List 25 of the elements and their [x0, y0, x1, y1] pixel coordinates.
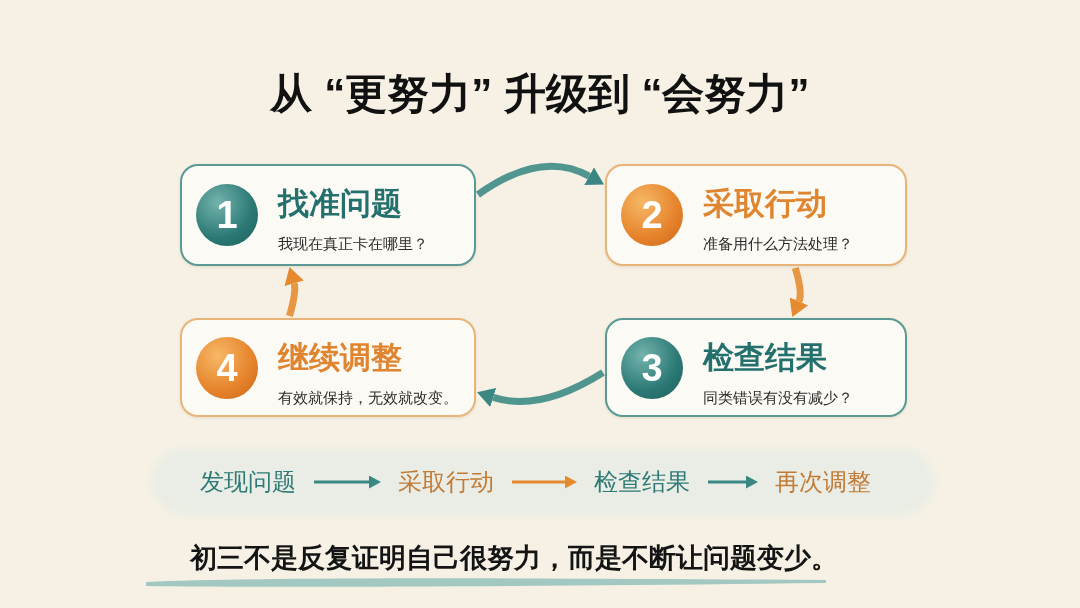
flow-step-label: 发现问题 — [184, 466, 312, 498]
flow-step-label: 再次调整 — [759, 466, 887, 498]
step-question: 同类错误有没有减少？ — [703, 388, 853, 408]
step-question: 有效就保持，无效就改变。 — [278, 388, 458, 408]
title: 从 “更努力” 升级到 “会努力” — [270, 69, 810, 119]
step-card — [605, 318, 907, 417]
arrow — [512, 475, 577, 489]
caption: 初三不是反复证明自己很努力，而是不断让问题变少。 — [190, 542, 838, 575]
arrow — [314, 475, 381, 489]
curved-arrow — [476, 369, 605, 408]
step-title: 采取行动 — [703, 185, 827, 223]
step-title: 检查结果 — [703, 339, 827, 377]
step-title: 找准问题 — [278, 185, 402, 223]
flow-step-label: 采取行动 — [382, 466, 510, 498]
curved-arrow — [476, 162, 605, 198]
step-question: 我现在真正卡在哪里？ — [278, 234, 428, 254]
curved-arrow — [284, 266, 304, 317]
curved-arrow — [789, 267, 809, 318]
arrow — [708, 475, 758, 489]
step-question: 准备用什么方法处理？ — [703, 234, 853, 254]
step-card — [180, 164, 476, 266]
step-title: 继续调整 — [278, 339, 402, 377]
step-card — [180, 318, 476, 417]
step-card — [605, 164, 907, 266]
flow-step-label: 检查结果 — [578, 466, 706, 498]
